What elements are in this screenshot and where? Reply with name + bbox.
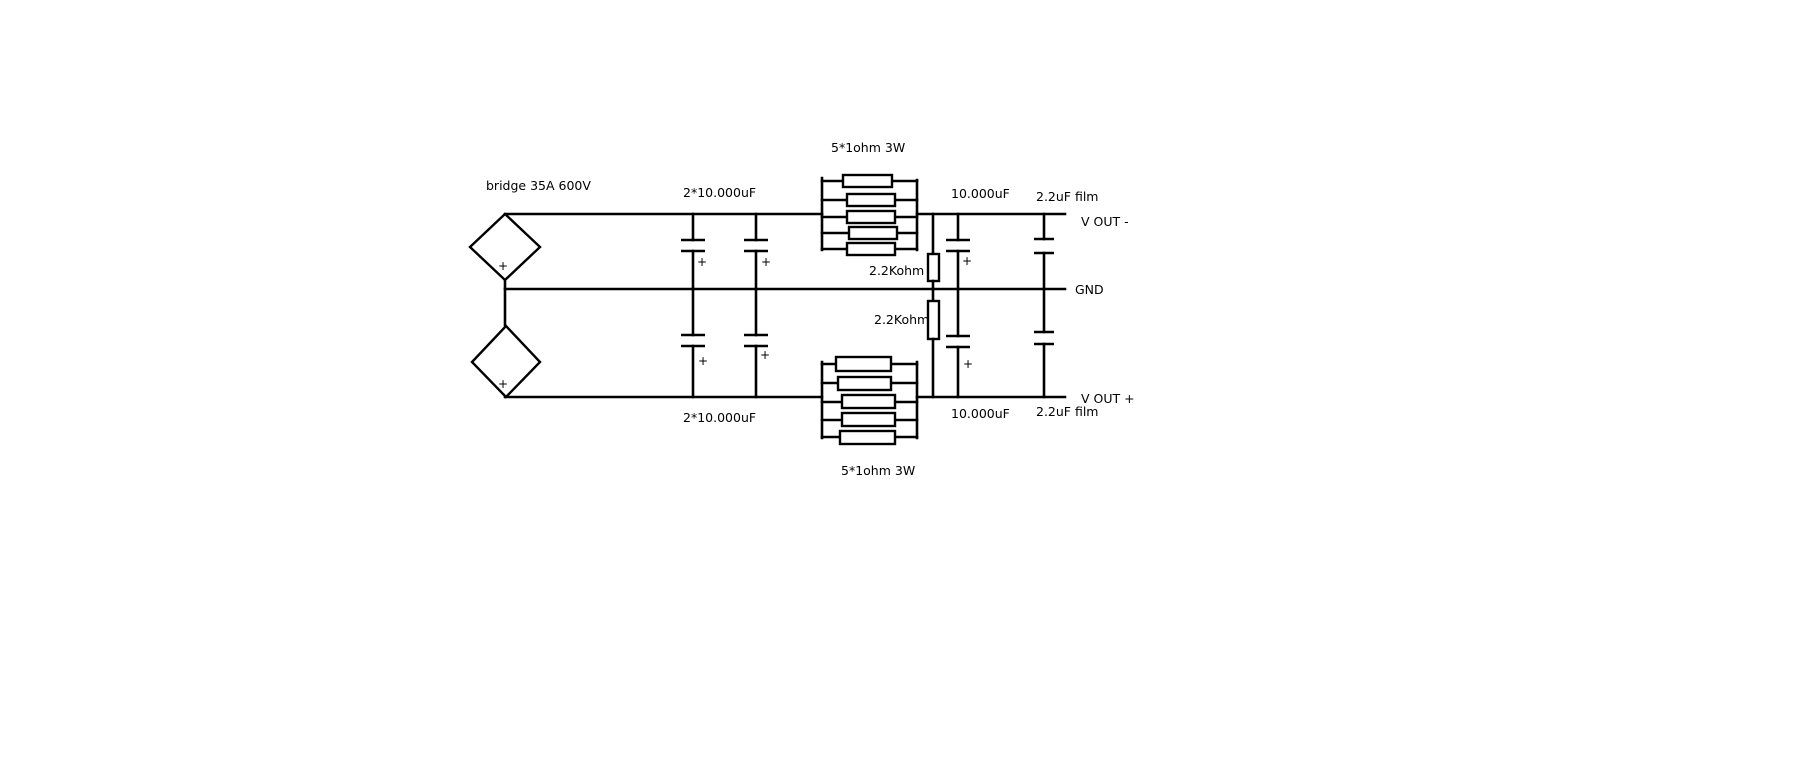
bulk-capacitor-top-1: + bbox=[681, 212, 707, 291]
bottom-output-cap-label: 10.000uF bbox=[951, 406, 1010, 421]
bottom-bleeder-label: 2.2Kohm bbox=[874, 312, 929, 327]
bottom-film-cap-label: 2.2uF film bbox=[1036, 404, 1099, 419]
bridge-upper-plus: + bbox=[498, 259, 508, 273]
bleeder-resistor-upper bbox=[926, 212, 941, 291]
cap-bottom-2-plus: + bbox=[760, 348, 770, 362]
cap-top-2-plus: + bbox=[761, 255, 771, 269]
bottom-bulk-caps-label: 2*10.000uF bbox=[683, 410, 756, 425]
resistor-bottom-4 bbox=[840, 411, 897, 428]
resistor-top-5 bbox=[845, 241, 897, 257]
resistor-top-4 bbox=[847, 225, 899, 241]
bridge-label: bridge 35A 600V bbox=[486, 178, 591, 193]
v-out-positive-label: V OUT + bbox=[1081, 391, 1135, 406]
cap-top-1-plus: + bbox=[697, 255, 707, 269]
resistor-top-1 bbox=[841, 173, 894, 189]
bulk-capacitor-top-2: + bbox=[744, 212, 771, 291]
resistor-bottom-3 bbox=[840, 393, 897, 410]
top-film-cap-label: 2.2uF film bbox=[1036, 189, 1099, 204]
resistor-bottom-1 bbox=[834, 355, 893, 373]
bridge-rectifier-lower: + bbox=[470, 324, 542, 399]
top-bleeder-label: 2.2Kohm bbox=[869, 263, 924, 278]
resistor-bank-bottom bbox=[820, 355, 919, 446]
resistor-bottom-5 bbox=[838, 429, 897, 446]
resistor-top-3 bbox=[845, 209, 897, 225]
cap-bottom-1-plus: + bbox=[698, 354, 708, 368]
output-capacitor-top: + bbox=[946, 212, 972, 291]
resistor-bottom-2 bbox=[836, 375, 893, 392]
v-out-negative-label: V OUT - bbox=[1081, 214, 1129, 229]
bleeder-resistor-lower bbox=[926, 287, 941, 399]
bridge-rectifier-upper: + bbox=[468, 212, 542, 327]
resistor-top-2 bbox=[845, 192, 897, 208]
resistor-bank-top bbox=[820, 173, 919, 257]
output-cap-top-plus: + bbox=[962, 254, 972, 268]
top-bulk-caps-label: 2*10.000uF bbox=[683, 185, 756, 200]
film-capacitor bbox=[1034, 212, 1054, 399]
output-cap-bottom-plus: + bbox=[963, 357, 973, 371]
bridge-lower-plus: + bbox=[498, 377, 508, 391]
output-capacitor-bottom: + bbox=[946, 287, 973, 399]
top-resistor-bank-label: 5*1ohm 3W bbox=[831, 140, 905, 155]
bottom-resistor-bank-label: 5*1ohm 3W bbox=[841, 463, 915, 478]
top-output-cap-label: 10.000uF bbox=[951, 186, 1010, 201]
bulk-capacitor-bottom-1: + bbox=[681, 287, 708, 399]
gnd-label: GND bbox=[1075, 282, 1104, 297]
bulk-capacitor-bottom-2: + bbox=[744, 287, 770, 399]
